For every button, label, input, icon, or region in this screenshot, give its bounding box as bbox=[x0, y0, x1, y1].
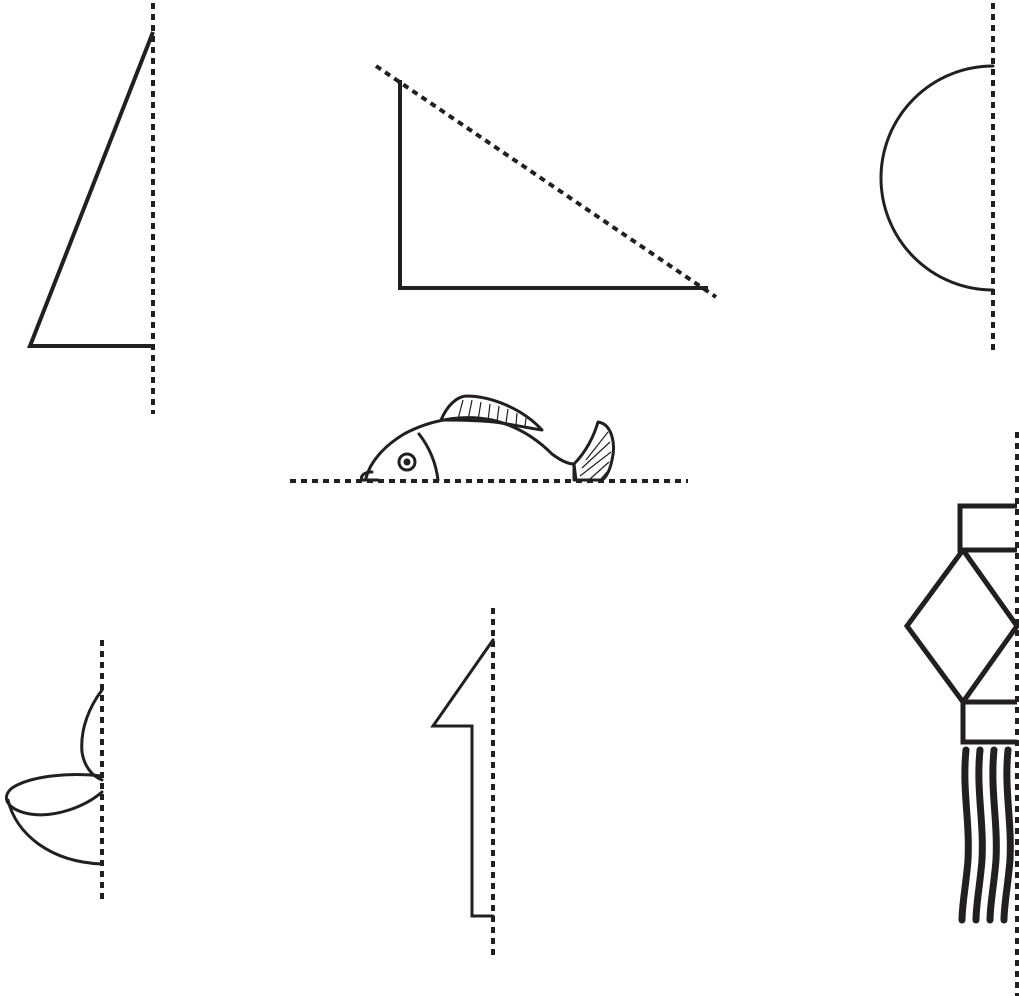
semicircle bbox=[881, 3, 993, 352]
diya-lamp-half bbox=[6, 640, 102, 902]
mirror-line bbox=[376, 66, 716, 297]
fish bbox=[290, 396, 688, 481]
tall-triangle-half bbox=[30, 3, 153, 414]
right-triangle bbox=[376, 66, 716, 297]
arrow-half bbox=[433, 608, 493, 958]
tail-fin-hatching bbox=[580, 432, 611, 480]
kandil-lantern-half bbox=[907, 432, 1017, 996]
